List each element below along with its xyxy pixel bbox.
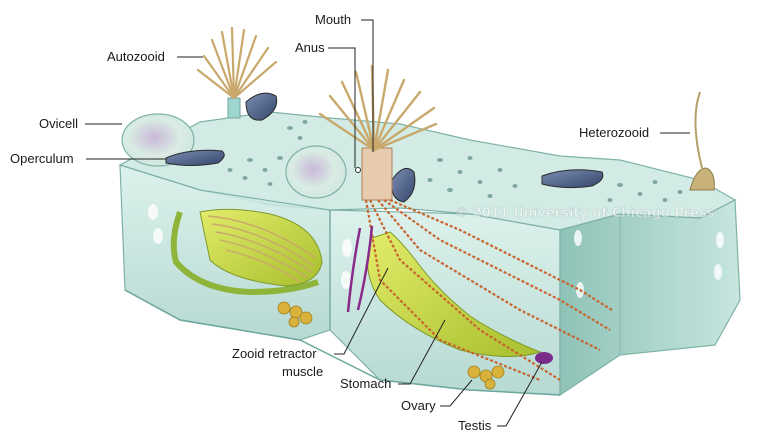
leader-testis — [497, 361, 543, 427]
copyright-watermark: © 2011 University of Chicago Press — [455, 206, 715, 221]
label-operculum: Operculum — [10, 151, 74, 166]
leader-mouth — [361, 19, 374, 152]
label-testis: Testis — [458, 418, 492, 433]
colony-floor — [124, 289, 561, 396]
retractor-muscle — [364, 198, 613, 382]
label-ovicell: Ovicell — [39, 116, 78, 131]
label-mouth: Mouth — [315, 12, 351, 27]
labels: Mouth Anus Autozooid Ovicell Operculum H… — [10, 12, 690, 433]
surface-pores — [227, 120, 683, 202]
left-zooid-organs — [170, 208, 323, 328]
label-ovary: Ovary — [401, 398, 436, 413]
funiculus — [346, 225, 374, 313]
leader-stomach — [398, 319, 446, 385]
label-stomach: Stomach — [340, 376, 391, 391]
label-anus: Anus — [295, 40, 325, 55]
leader-retractor — [334, 267, 389, 355]
stomach — [367, 231, 542, 357]
central-zooid-lophophore — [318, 64, 438, 201]
side-wall-right — [559, 199, 741, 397]
heterozooid — [689, 91, 715, 191]
leader-ovary — [440, 379, 473, 407]
operculum — [165, 92, 604, 203]
ovary — [467, 365, 505, 390]
label-retractor-line1: Zooid retractor — [232, 346, 317, 361]
testis — [535, 352, 553, 364]
autozooid-lophophore — [196, 26, 278, 119]
wall-windows — [148, 204, 724, 298]
leader-anus — [328, 47, 356, 168]
ovicell — [121, 113, 347, 199]
label-heterozooid: Heterozooid — [579, 125, 649, 140]
label-retractor-line2: muscle — [282, 364, 323, 379]
label-autozooid: Autozooid — [107, 49, 165, 64]
middle-zooid-organs — [346, 198, 613, 390]
